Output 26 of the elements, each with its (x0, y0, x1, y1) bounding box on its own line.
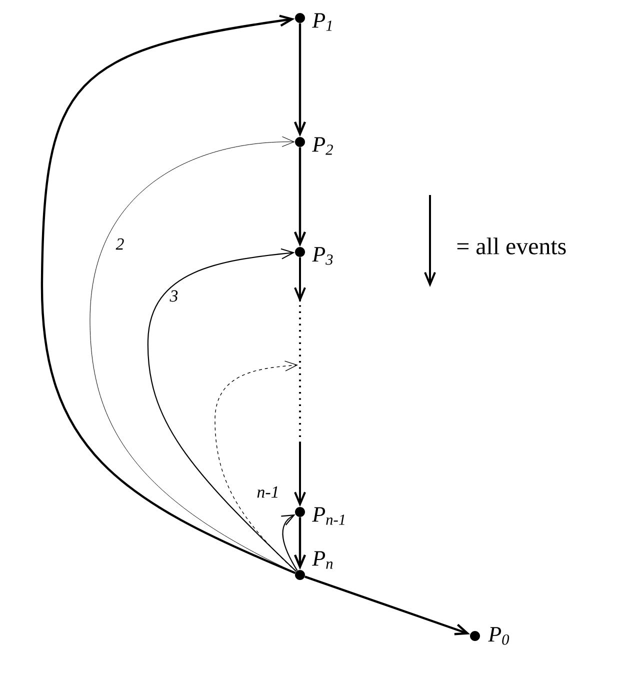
arrow (40, 14, 296, 574)
point-label: P$_{2}$ (312, 137, 333, 155)
edge-label: n-1 (257, 486, 278, 498)
arrow (294, 517, 306, 570)
point-dot (295, 507, 305, 517)
point-label: P$_{n}$ (312, 551, 333, 569)
point-label: P$_{n-1}$ (312, 507, 344, 525)
edge-label: 2 (116, 238, 124, 250)
dashed-arrow (214, 360, 298, 572)
arrow (281, 514, 298, 571)
edge-label: 3 (170, 290, 178, 302)
arrow (294, 23, 306, 137)
point-label: P$_{3}$ (312, 247, 333, 265)
point-label: P$_{1}$ (312, 13, 332, 31)
point-label: P$_{0}$ (488, 627, 510, 645)
point-dot (295, 13, 305, 23)
point-dot (295, 570, 305, 580)
legend-text: = all events (457, 238, 566, 254)
arrow (147, 248, 297, 572)
arrow (90, 136, 296, 574)
point-dot (295, 247, 305, 257)
dashed-arrow (294, 257, 306, 507)
point-dot (470, 631, 480, 641)
arrow (294, 147, 306, 247)
point-dot (295, 137, 305, 147)
arrow (304, 576, 470, 636)
